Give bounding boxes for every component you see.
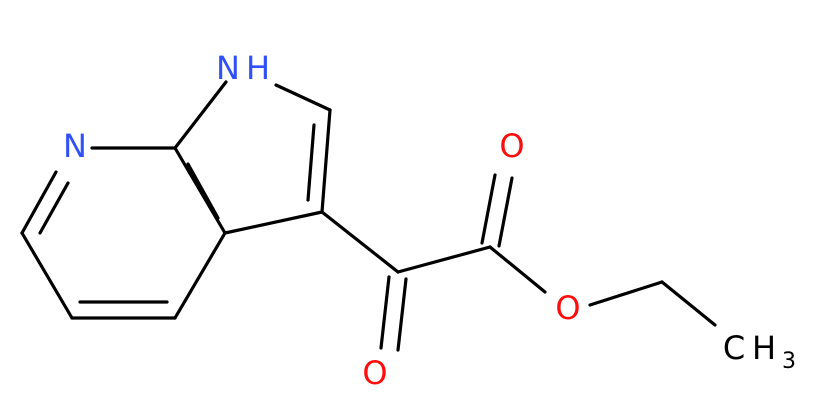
- bond-c2-c3-inner: [306, 123, 316, 202]
- bond-ck-ce: [396, 245, 492, 274]
- bond-c7a-n1: [173, 80, 228, 150]
- bond-c5-c6: [20, 231, 74, 320]
- bond-c6-n7: [20, 170, 58, 235]
- bond-c3a-c4: [173, 231, 227, 320]
- atom-n-pyridine: N: [63, 127, 87, 165]
- bond-c2-c3: [320, 108, 332, 214]
- atom-methyl-h: H: [752, 329, 776, 367]
- bond-ce-oc-a: [480, 173, 497, 245]
- bond-n1-c2: [274, 83, 332, 112]
- bond-c3-ck: [320, 210, 400, 274]
- atom-methyl-subscript: 3: [782, 349, 796, 374]
- bond-ck-ok-b: [396, 277, 408, 352]
- bond-ce-oc-b: [497, 176, 514, 248]
- atom-o-ester-carbonyl: O: [499, 127, 524, 165]
- atom-nh: N: [216, 49, 240, 87]
- bond-ce-oe: [488, 245, 547, 294]
- bonds: [20, 80, 717, 352]
- atom-o-ketone: O: [362, 354, 387, 392]
- bond-c3-c3a: [223, 210, 324, 235]
- bond-c6-n7-inner: [38, 181, 70, 235]
- atom-methyl-c: C: [723, 329, 745, 367]
- atom-o-ether: O: [555, 289, 580, 327]
- atom-nh-hydrogen: H: [246, 49, 270, 87]
- bond-oe-ch2: [588, 280, 664, 307]
- bond-ch2-ch3: [660, 280, 717, 327]
- bond-c7a-c3a: [173, 146, 227, 235]
- bond-ck-ok-a: [379, 275, 391, 350]
- bond-c7a-c3a-inner: [186, 162, 220, 220]
- atom-labels: N H N O O O C H 3: [63, 49, 796, 392]
